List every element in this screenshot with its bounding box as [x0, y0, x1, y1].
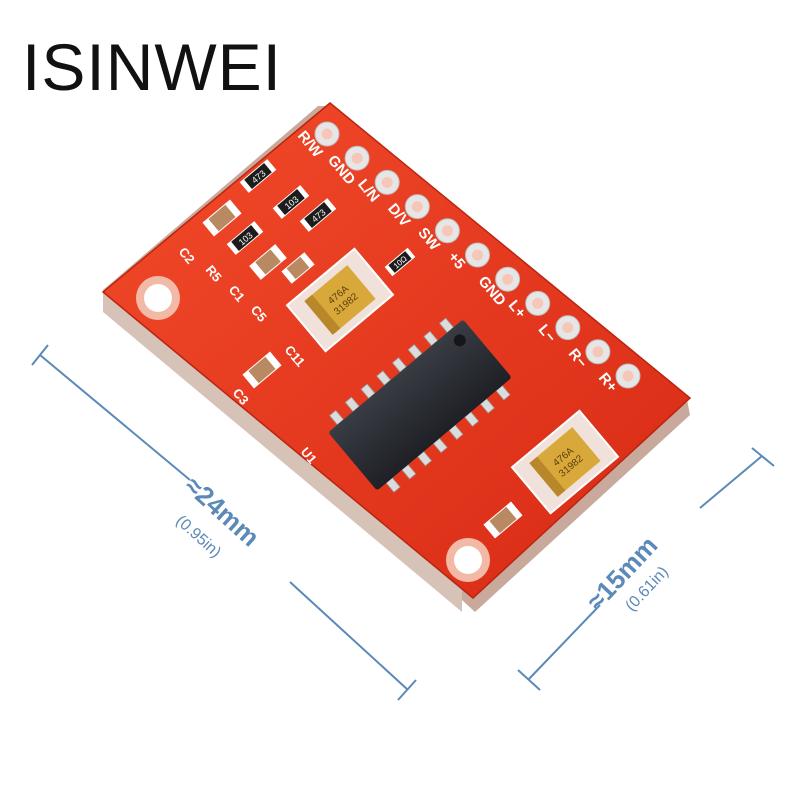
header-pin: [344, 145, 370, 171]
resistor-r3: 473: [299, 198, 337, 232]
brand-logo-text: ISINWEI: [22, 30, 283, 104]
chip-leg: [407, 343, 423, 360]
resistor-r2: 103: [272, 185, 310, 219]
ceramic-cap-c4: [483, 501, 523, 539]
header-pins: [314, 121, 641, 389]
header-pin: [465, 242, 490, 268]
mounting-hole-right: [446, 538, 490, 582]
chip-leg: [344, 396, 360, 413]
board-side: [103, 290, 462, 612]
ceramic-cap-c3: [242, 351, 282, 389]
ceramic-cap-c1: [281, 252, 315, 284]
tantalum-cap-c12: 476A 31982: [510, 409, 620, 515]
header-pin: [314, 121, 340, 147]
chip-leg: [401, 464, 417, 480]
ic-chip-u1: [329, 317, 511, 493]
header-pin: [525, 290, 551, 316]
chip-leg: [417, 450, 433, 467]
header-pin: [404, 194, 430, 220]
tantalum-cap-c11: 476A 31982: [285, 247, 395, 353]
dimension-width: [517, 447, 775, 691]
header-pin: [555, 315, 581, 341]
chip-leg: [385, 477, 401, 493]
mounting-hole-left: [136, 276, 180, 320]
chip-leg: [448, 424, 464, 441]
header-pin: [374, 169, 400, 195]
header-pin: [585, 339, 611, 365]
header-pin: [615, 363, 641, 389]
ceramic-cap-c5: [249, 244, 287, 280]
ceramic-cap-c2: [202, 199, 242, 237]
header-pin: [495, 266, 521, 292]
header-pin: [434, 218, 460, 244]
dimension-length: [31, 344, 417, 701]
resistor-r4: 103: [226, 221, 264, 255]
